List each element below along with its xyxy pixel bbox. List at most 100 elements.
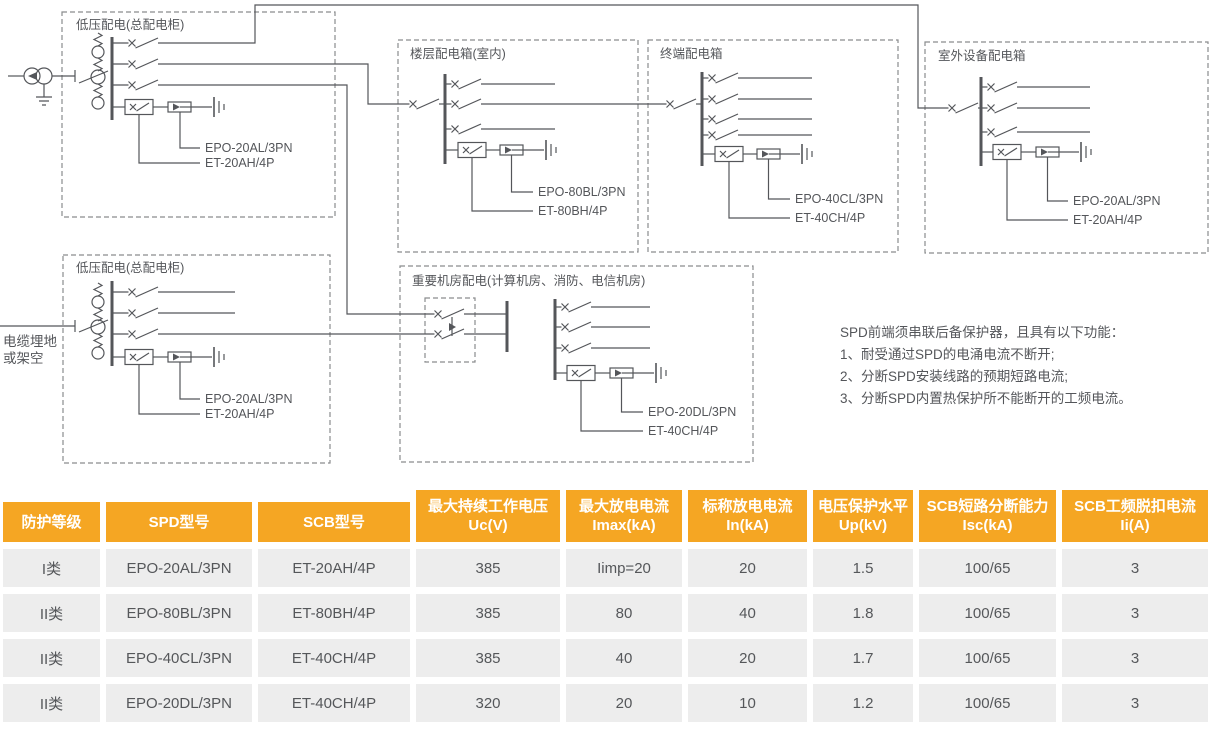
- header-unit: Ii(A): [1120, 517, 1150, 534]
- table-cell: 1.8: [813, 594, 913, 632]
- table-cell: II类: [3, 594, 100, 632]
- header-text: 最大持续工作电压: [427, 498, 548, 515]
- box-lv-main-top: [74, 4, 949, 315]
- box-title-outdoor: 室外设备配电箱: [938, 48, 1026, 63]
- table-cell: 3: [1062, 684, 1208, 722]
- single-line-diagram: 低压配电(总配电柜) EPO-20AL/3PN ET-20AH/4P 低压配电(…: [0, 4, 1209, 464]
- scb-model-label: ET-80BH/4P: [538, 204, 607, 218]
- table-cell: 10: [688, 684, 807, 722]
- table-cell: Iimp=20: [566, 549, 682, 587]
- header-cell-imax: 最大放电电流 Imax(kA): [566, 490, 682, 542]
- header-text: SCB工频脱扣电流: [1074, 498, 1196, 515]
- box-floor: [408, 74, 667, 212]
- box-critical-border: [399, 265, 754, 463]
- feed-label-line1: 电缆埋地: [3, 334, 57, 349]
- box-title-critical: 重要机房配电(计算机房、消防、电信机房): [412, 273, 645, 288]
- box-outdoor: [947, 77, 1092, 221]
- table-cell: 100/65: [919, 594, 1056, 632]
- scb-model-label: ET-20AH/4P: [205, 407, 274, 421]
- box-borders: [61, 11, 1209, 464]
- table-cell: II类: [3, 639, 100, 677]
- header-unit: In(kA): [726, 517, 769, 534]
- spd-model-label: EPO-20DL/3PN: [648, 405, 736, 419]
- header-text: 防护等级: [21, 513, 82, 531]
- ats-interlock-icon: [449, 323, 456, 331]
- ats-inner-border: [424, 297, 476, 363]
- table-cell: 20: [688, 639, 807, 677]
- table-cell: 40: [566, 639, 682, 677]
- scb-model-label: ET-40CH/4P: [795, 211, 865, 225]
- box-lv-main-bottom: [0, 281, 435, 415]
- table-cell: ET-80BH/4P: [258, 594, 410, 632]
- header-text: SPD型号: [148, 513, 210, 531]
- spd-model-label: EPO-20AL/3PN: [1073, 194, 1161, 208]
- header-text: 最大放电电流: [578, 498, 669, 515]
- header-unit: Imax(kA): [592, 517, 656, 534]
- table-cell: 385: [416, 639, 560, 677]
- notes-item-1: 1、耐受通过SPD的电涌电流不断开;: [840, 347, 1055, 362]
- header-cell-isc: SCB短路分断能力 Isc(kA): [919, 490, 1056, 542]
- box-title-terminal: 终端配电箱: [660, 46, 723, 61]
- spd-model-label: EPO-20AL/3PN: [205, 392, 293, 406]
- header-text: SCB型号: [303, 513, 365, 531]
- table-cell: 100/65: [919, 639, 1056, 677]
- box-terminal: [665, 72, 813, 219]
- box-title-lv-top: 低压配电(总配电柜): [76, 18, 184, 32]
- table-cell: 3: [1062, 594, 1208, 632]
- notes-intro: SPD前端须串联后备保护器，且具有以下功能：: [840, 324, 1124, 340]
- table-cell: I类: [3, 549, 100, 587]
- spd-model-label: EPO-40CL/3PN: [795, 192, 883, 206]
- spd-model-label: EPO-80BL/3PN: [538, 185, 626, 199]
- header-unit: Up(kV): [838, 517, 888, 534]
- header-cell-ii: SCB工频脱扣电流 Ii(A): [1062, 490, 1208, 542]
- box-critical: [433, 299, 667, 432]
- table-cell: 1.7: [813, 639, 913, 677]
- table-cell: 20: [566, 684, 682, 722]
- feed-label-line2: 或架空: [3, 351, 44, 366]
- header-unit: Isc(kA): [962, 517, 1013, 534]
- table-cell: EPO-40CL/3PN: [106, 639, 252, 677]
- table-cell: 385: [416, 549, 560, 587]
- header-cell-in: 标称放电电流 In(kA): [688, 490, 807, 542]
- box-lv-main-top-border: [61, 11, 336, 218]
- notes-item-3: 3、分断SPD内置热保护所不能断开的工频电流。: [840, 391, 1132, 406]
- table-cell: 100/65: [919, 549, 1056, 587]
- table-cell: 3: [1062, 549, 1208, 587]
- table-cell: EPO-80BL/3PN: [106, 594, 252, 632]
- spec-table: 防护等级 SPD型号 SCB型号 最大持续工作电压 Uc(V) 最大放电电流 Ima…: [3, 490, 1208, 722]
- table-cell: 320: [416, 684, 560, 722]
- notes-item-2: 2、分断SPD安装线路的预期短路电流;: [840, 369, 1068, 384]
- table-cell: 80: [566, 594, 682, 632]
- table-cell: EPO-20DL/3PN: [106, 684, 252, 722]
- spd-model-label: EPO-20AL/3PN: [205, 141, 293, 155]
- header-text: 标称放电电流: [702, 498, 793, 515]
- table-cell: 385: [416, 594, 560, 632]
- table-cell: 40: [688, 594, 807, 632]
- scb-model-label: ET-40CH/4P: [648, 424, 718, 438]
- header-cell-protection-class: 防护等级: [3, 502, 100, 542]
- header-text: SCB短路分断能力: [926, 498, 1049, 515]
- header-unit: Uc(V): [468, 517, 508, 534]
- table-cell: 3: [1062, 639, 1208, 677]
- table-cell: 100/65: [919, 684, 1056, 722]
- box-outdoor-border: [924, 41, 1209, 254]
- header-cell-spd-model: SPD型号: [106, 502, 252, 542]
- table-cell: 1.5: [813, 549, 913, 587]
- grid-transformer-icon: [8, 67, 75, 106]
- table-cell: ET-40CH/4P: [258, 684, 410, 722]
- table-cell: EPO-20AL/3PN: [106, 549, 252, 587]
- header-cell-scb-model: SCB型号: [258, 502, 410, 542]
- box-title-lv-bottom: 低压配电(总配电柜): [76, 261, 184, 275]
- box-floor-border: [397, 39, 639, 253]
- table-cell: 20: [688, 549, 807, 587]
- table-cell: II类: [3, 684, 100, 722]
- table-cell: 1.2: [813, 684, 913, 722]
- table-cell: ET-20AH/4P: [258, 549, 410, 587]
- table-cell: ET-40CH/4P: [258, 639, 410, 677]
- scb-model-label: ET-20AH/4P: [205, 156, 274, 170]
- scb-model-label: ET-20AH/4P: [1073, 213, 1142, 227]
- box-terminal-border: [647, 39, 899, 253]
- header-cell-uc: 最大持续工作电压 Uc(V): [416, 490, 560, 542]
- box-lv-main-bottom-border: [62, 254, 331, 464]
